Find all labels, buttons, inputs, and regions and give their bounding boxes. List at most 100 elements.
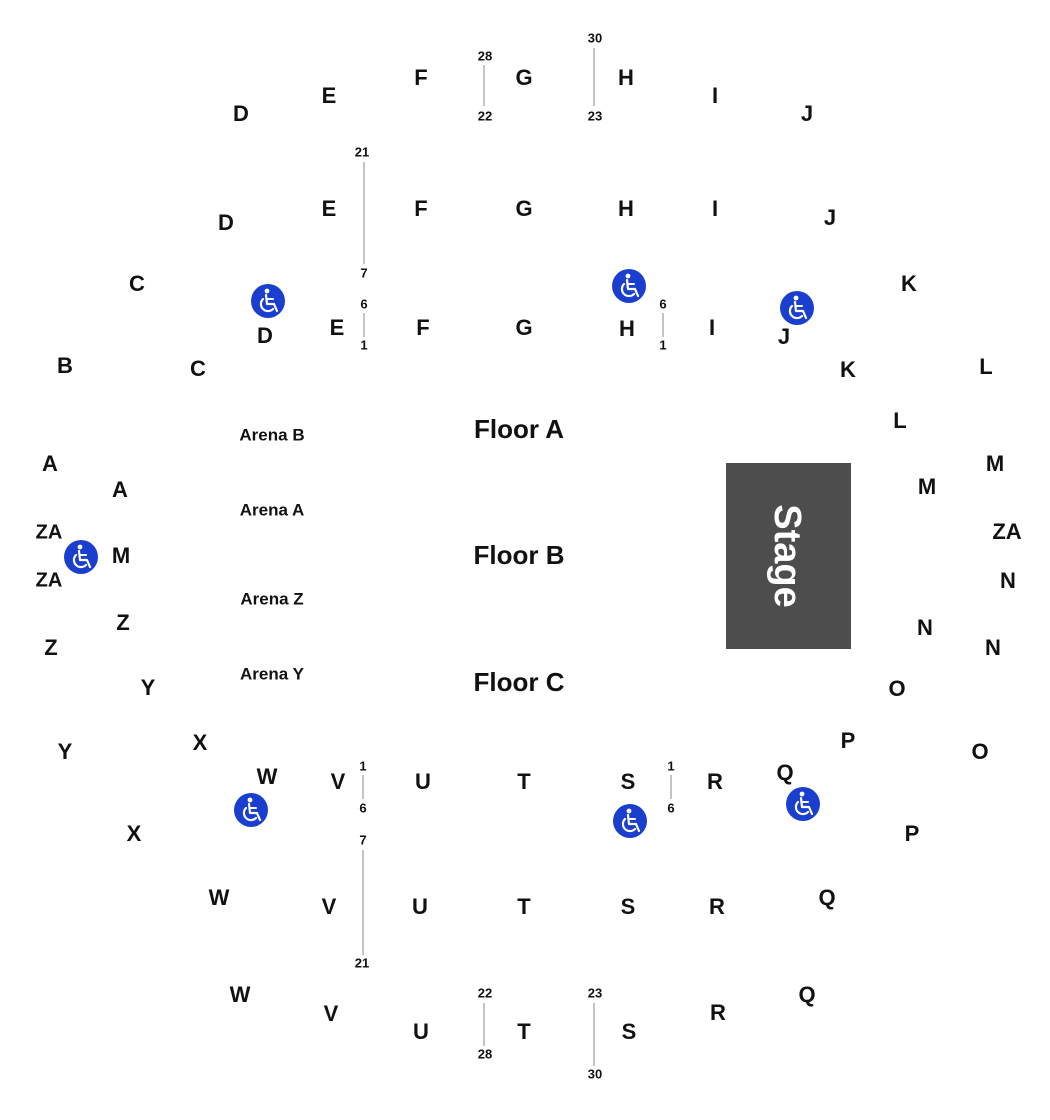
section-label[interactable]: W bbox=[230, 982, 251, 1007]
row-number: 6 bbox=[667, 800, 674, 815]
section-label[interactable]: Y bbox=[58, 739, 73, 764]
arena-label[interactable]: Arena B bbox=[239, 425, 304, 444]
section-label[interactable]: M bbox=[918, 474, 936, 499]
row-number: 1 bbox=[667, 758, 674, 773]
section-label[interactable]: ZA bbox=[992, 519, 1021, 544]
section-label[interactable]: ZA bbox=[36, 569, 63, 591]
section-label[interactable]: Q bbox=[798, 982, 815, 1007]
section-label[interactable]: P bbox=[841, 728, 856, 753]
section-label[interactable]: Y bbox=[141, 675, 156, 700]
row-number: 1 bbox=[659, 337, 666, 352]
section-label[interactable]: F bbox=[414, 65, 427, 90]
row-number: 21 bbox=[355, 144, 369, 159]
wheelchair-icon bbox=[249, 282, 287, 320]
row-number: 7 bbox=[359, 832, 366, 847]
section-label[interactable]: V bbox=[331, 769, 346, 794]
wheelchair-icon bbox=[232, 791, 270, 829]
section-label[interactable]: U bbox=[415, 769, 431, 794]
row-number: 1 bbox=[360, 337, 367, 352]
wheelchair-icon bbox=[610, 267, 648, 305]
section-label[interactable]: N bbox=[1000, 568, 1016, 593]
wheelchair-icon bbox=[778, 289, 816, 327]
section-label[interactable]: I bbox=[709, 315, 715, 340]
section-label[interactable]: E bbox=[322, 83, 337, 108]
section-label[interactable]: E bbox=[330, 315, 345, 340]
section-label[interactable]: D bbox=[218, 210, 234, 235]
section-label[interactable]: D bbox=[257, 323, 273, 348]
section-label[interactable]: Z bbox=[44, 635, 57, 660]
section-label[interactable]: T bbox=[517, 769, 531, 794]
arena-label[interactable]: Arena Y bbox=[240, 664, 305, 683]
section-label[interactable]: T bbox=[517, 894, 531, 919]
section-label[interactable]: U bbox=[412, 894, 428, 919]
section-label[interactable]: J bbox=[801, 101, 813, 126]
section-label[interactable]: S bbox=[621, 894, 636, 919]
section-label[interactable]: N bbox=[917, 615, 933, 640]
section-label[interactable]: W bbox=[257, 764, 278, 789]
section-label[interactable]: P bbox=[905, 821, 920, 846]
floor-label[interactable]: Floor B bbox=[474, 540, 565, 570]
section-label[interactable]: I bbox=[712, 196, 718, 221]
section-label[interactable]: D bbox=[233, 101, 249, 126]
section-label[interactable]: M bbox=[112, 543, 130, 568]
section-label[interactable]: E bbox=[322, 196, 337, 221]
section-label[interactable]: U bbox=[413, 1019, 429, 1044]
section-label[interactable]: H bbox=[619, 316, 635, 341]
arena-label[interactable]: Arena A bbox=[240, 500, 305, 519]
section-label[interactable]: M bbox=[986, 451, 1004, 476]
section-label[interactable]: G bbox=[515, 65, 532, 90]
row-number: 21 bbox=[355, 955, 369, 970]
section-label[interactable]: G bbox=[515, 315, 532, 340]
section-label[interactable]: V bbox=[322, 894, 337, 919]
arena-label[interactable]: Arena Z bbox=[240, 589, 303, 608]
section-label[interactable]: C bbox=[190, 356, 206, 381]
section-label[interactable]: A bbox=[112, 477, 128, 502]
stage[interactable] bbox=[726, 463, 851, 649]
row-number: 28 bbox=[478, 1046, 492, 1061]
section-label[interactable]: A bbox=[42, 451, 58, 476]
section-label[interactable]: K bbox=[840, 357, 856, 382]
stage-label: Stage bbox=[766, 504, 808, 607]
row-number: 6 bbox=[360, 296, 367, 311]
section-label[interactable]: V bbox=[324, 1001, 339, 1026]
section-label[interactable]: G bbox=[515, 196, 532, 221]
section-label[interactable]: F bbox=[416, 315, 429, 340]
section-label[interactable]: L bbox=[979, 354, 992, 379]
section-label[interactable]: W bbox=[209, 885, 230, 910]
section-label[interactable]: O bbox=[971, 739, 988, 764]
section-label[interactable]: S bbox=[622, 1019, 637, 1044]
floor-label[interactable]: Floor C bbox=[474, 667, 565, 697]
row-number: 22 bbox=[478, 108, 492, 123]
section-label[interactable]: O bbox=[888, 676, 905, 701]
section-label[interactable]: L bbox=[893, 408, 906, 433]
row-number: 28 bbox=[478, 48, 492, 63]
section-label[interactable]: J bbox=[824, 205, 836, 230]
floor-label[interactable]: Floor A bbox=[474, 414, 564, 444]
section-label[interactable]: H bbox=[618, 196, 634, 221]
wheelchair-icon bbox=[784, 785, 822, 823]
section-label[interactable]: ZA bbox=[36, 521, 63, 543]
section-label[interactable]: F bbox=[414, 196, 427, 221]
section-label[interactable]: Q bbox=[776, 760, 793, 785]
section-label[interactable]: S bbox=[621, 769, 636, 794]
section-label[interactable]: Q bbox=[818, 885, 835, 910]
section-label[interactable]: X bbox=[127, 821, 142, 846]
section-label[interactable]: C bbox=[129, 271, 145, 296]
section-label[interactable]: H bbox=[618, 65, 634, 90]
section-label[interactable]: J bbox=[778, 324, 790, 349]
section-label[interactable]: N bbox=[985, 635, 1001, 660]
row-number: 30 bbox=[588, 30, 602, 45]
section-label[interactable]: X bbox=[193, 730, 208, 755]
section-label[interactable]: R bbox=[709, 894, 725, 919]
section-label[interactable]: Z bbox=[116, 610, 129, 635]
section-label[interactable]: R bbox=[707, 769, 723, 794]
section-label[interactable]: B bbox=[57, 353, 73, 378]
row-number: 23 bbox=[588, 108, 602, 123]
section-label[interactable]: R bbox=[710, 1000, 726, 1025]
section-label[interactable]: T bbox=[517, 1019, 531, 1044]
section-label[interactable]: K bbox=[901, 271, 917, 296]
row-number: 1 bbox=[359, 758, 366, 773]
wheelchair-icon bbox=[611, 802, 649, 840]
section-label[interactable]: I bbox=[712, 83, 718, 108]
